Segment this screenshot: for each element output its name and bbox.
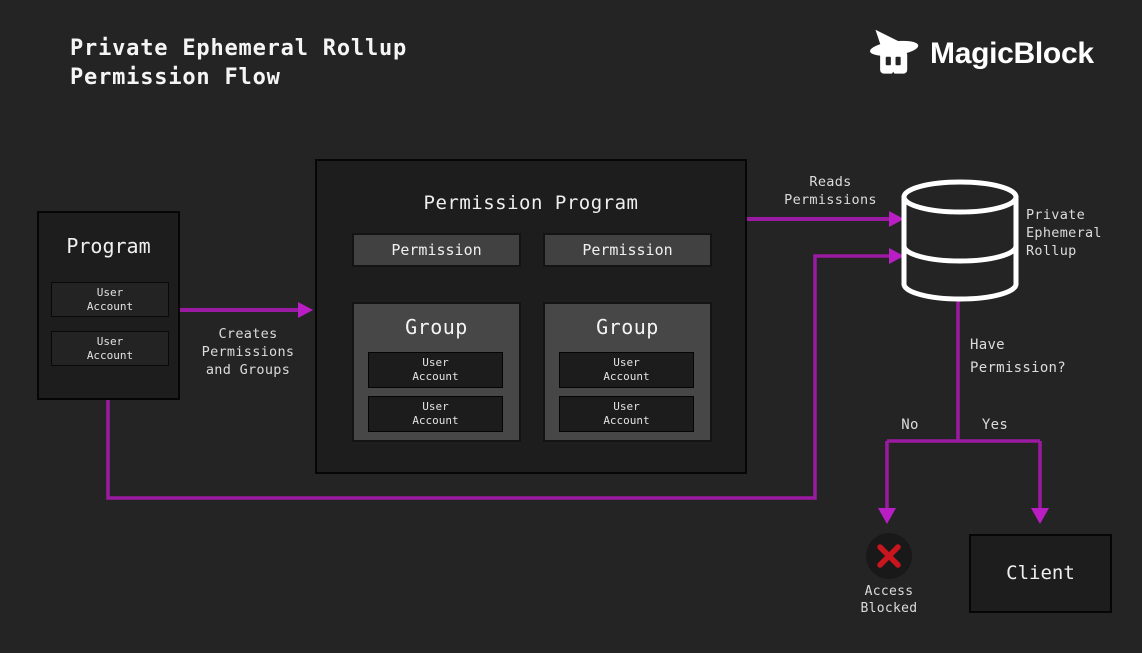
group-user-account-2: User Account xyxy=(559,396,694,432)
magicblock-icon xyxy=(870,29,919,78)
group-user-account-2: User Account xyxy=(368,396,503,432)
permission-program-box: Permission Program Permission Permission… xyxy=(315,159,747,474)
permission-program-title: Permission Program xyxy=(423,192,639,214)
creates-permissions-label: Creates Permissions and Groups xyxy=(201,326,295,378)
group-user-account-1: User Account xyxy=(368,352,503,388)
edge-reads-permissions xyxy=(747,211,904,227)
rollup-label: Private Ephemeral Rollup xyxy=(1026,207,1102,259)
client-title: Client xyxy=(1006,562,1075,584)
reads-permissions-label: Reads Permissions xyxy=(784,174,877,208)
permission-chip-right: Permission xyxy=(543,233,712,267)
group-box-right: Group User Account User Account xyxy=(543,302,712,442)
magicblock-wordmark: MagicBlock xyxy=(930,37,1094,70)
program-box: Program User Account User Account xyxy=(37,211,180,400)
edge-creates-arrow xyxy=(180,302,313,318)
group-title: Group xyxy=(596,315,659,339)
yes-branch-label: Yes xyxy=(981,417,1009,433)
page-title: Private Ephemeral Rollup Permission Flow xyxy=(70,36,408,90)
client-box: Client xyxy=(969,534,1112,613)
have-permission-label: Have Permission? xyxy=(970,337,1067,376)
group-box-left: Group User Account User Account xyxy=(352,302,521,442)
magicblock-logo: MagicBlock xyxy=(868,28,1094,80)
program-title: Program xyxy=(66,234,151,258)
program-user-account-1: User Account xyxy=(51,282,169,317)
no-branch-label: No xyxy=(901,417,919,433)
group-user-account-1: User Account xyxy=(559,352,694,388)
group-title: Group xyxy=(405,315,468,339)
access-blocked-label: Access Blocked xyxy=(860,584,918,616)
permission-chip-left: Permission xyxy=(352,233,521,267)
database-icon xyxy=(901,179,1019,302)
access-blocked-icon xyxy=(866,533,912,579)
red-x-icon xyxy=(877,544,901,568)
program-user-account-2: User Account xyxy=(51,331,169,366)
